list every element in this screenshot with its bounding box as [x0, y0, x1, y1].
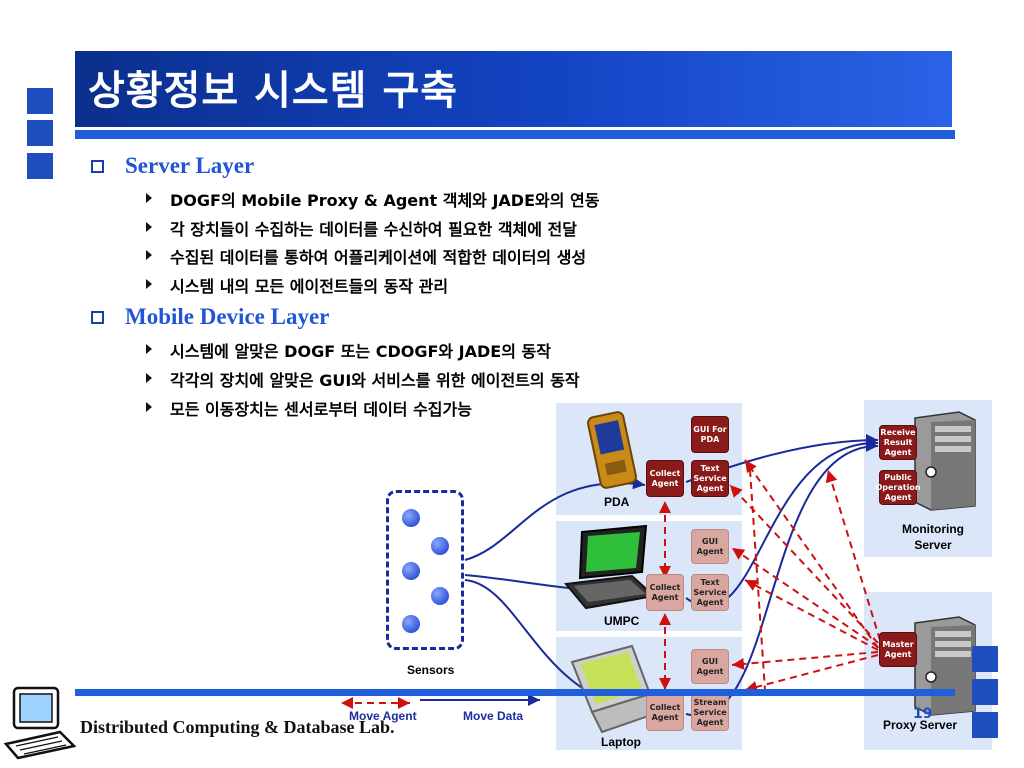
section-checkbox-icon [91, 160, 104, 173]
sensor-icon [402, 509, 420, 527]
page-number: 19 [913, 706, 933, 722]
bullet-item: 각 장치들이 수집하는 데이터를 수신하여 필요한 객체에 전달 [170, 220, 577, 239]
server-label-monitoring: Monitoring Server [902, 522, 964, 552]
server-label-proxy: Proxy Server [883, 718, 958, 732]
page-title: 상황정보 시스템 구축 [88, 68, 459, 114]
agent-collect-laptop: Collect Agent [646, 694, 684, 731]
footer-lab-name: Distributed Computing & Database Lab. [80, 717, 395, 737]
section-checkbox-icon [91, 311, 104, 324]
decor-square [972, 712, 998, 738]
decor-square [972, 679, 998, 705]
agent-move-line [744, 459, 879, 649]
section-title-server-layer: Server Layer [125, 153, 255, 178]
bullet-item: 시스템 내의 모든 에이전트들의 동작 관리 [170, 277, 449, 296]
sensor-icon [431, 587, 449, 605]
decor-square [27, 120, 53, 146]
agent-move-line [749, 469, 766, 691]
bullet-arrow-icon [146, 402, 152, 412]
bullet-arrow-icon [146, 250, 152, 260]
agent-gui-laptop: GUI Agent [691, 649, 729, 684]
title-underline [75, 130, 955, 139]
agent-text-service-umpc: Text Service Agent [691, 574, 729, 611]
legend-move-data: Move Data [463, 709, 524, 723]
agent-move-line [731, 651, 879, 670]
device-label-umpc: UMPC [604, 614, 640, 628]
agent-move-line [731, 547, 879, 648]
footer-rule [75, 689, 955, 696]
agent-text-service-pda: Text Service Agent [691, 460, 729, 497]
bullet-item: 각각의 장치에 알맞은 GUI와 서비스를 위한 에이전트의 동작 [170, 371, 580, 390]
legend-move-agent: Move Agent [349, 709, 417, 723]
agent-collect-pda: Collect Agent [646, 460, 684, 497]
agent-master: Master Agent [879, 632, 917, 667]
device-label-pda: PDA [604, 495, 630, 509]
pda-icon [587, 411, 637, 489]
decor-square [27, 153, 53, 179]
agent-move-line [825, 469, 881, 641]
sensors-label: Sensors [407, 663, 455, 677]
computer-logo-icon [4, 686, 76, 760]
agent-gui-for-pda: GUI For PDA [691, 416, 729, 453]
bullet-arrow-icon [146, 193, 152, 203]
sensor-icon [402, 615, 420, 633]
agent-gui-umpc: GUI Agent [691, 529, 729, 564]
title-bar [75, 51, 952, 127]
agent-move-line [744, 579, 879, 651]
umpc-icon [564, 524, 656, 610]
device-label-laptop: Laptop [601, 735, 641, 749]
decor-square [972, 646, 998, 672]
bullet-item: 수집된 데이터를 통하여 어플리케이션에 적합한 데이터의 생성 [170, 248, 587, 267]
section-title-mobile-device-layer: Mobile Device Layer [125, 304, 330, 329]
bullet-arrow-icon [146, 373, 152, 383]
bullet-item: DOGF의 Mobile Proxy & Agent 객체와 JADE와의 연동 [170, 191, 600, 210]
agent-public-operation: Public Operation Agent [875, 470, 921, 505]
agent-move-line [744, 654, 879, 693]
sensor-icon [402, 562, 420, 580]
bullet-arrow-icon [146, 279, 152, 289]
agent-move-line [729, 484, 879, 644]
bullet-arrow-icon [146, 344, 152, 354]
bullet-arrow-icon [146, 222, 152, 232]
agent-collect-umpc: Collect Agent [646, 574, 684, 611]
sensor-icon [431, 537, 449, 555]
bullet-item: 시스템에 알맞은 DOGF 또는 CDOGF와 JADE의 동작 [170, 342, 551, 361]
decor-square [27, 88, 53, 114]
sensors-group [386, 490, 464, 650]
server-tower-icon [914, 616, 976, 716]
agent-receive-result: Receive Result Agent [879, 425, 917, 460]
bullet-item: 모든 이동장치는 센서로부터 데이터 수집가능 [170, 400, 472, 419]
server-tower-icon [914, 411, 976, 511]
agent-stream-service-laptop: Stream Service Agent [691, 694, 729, 731]
